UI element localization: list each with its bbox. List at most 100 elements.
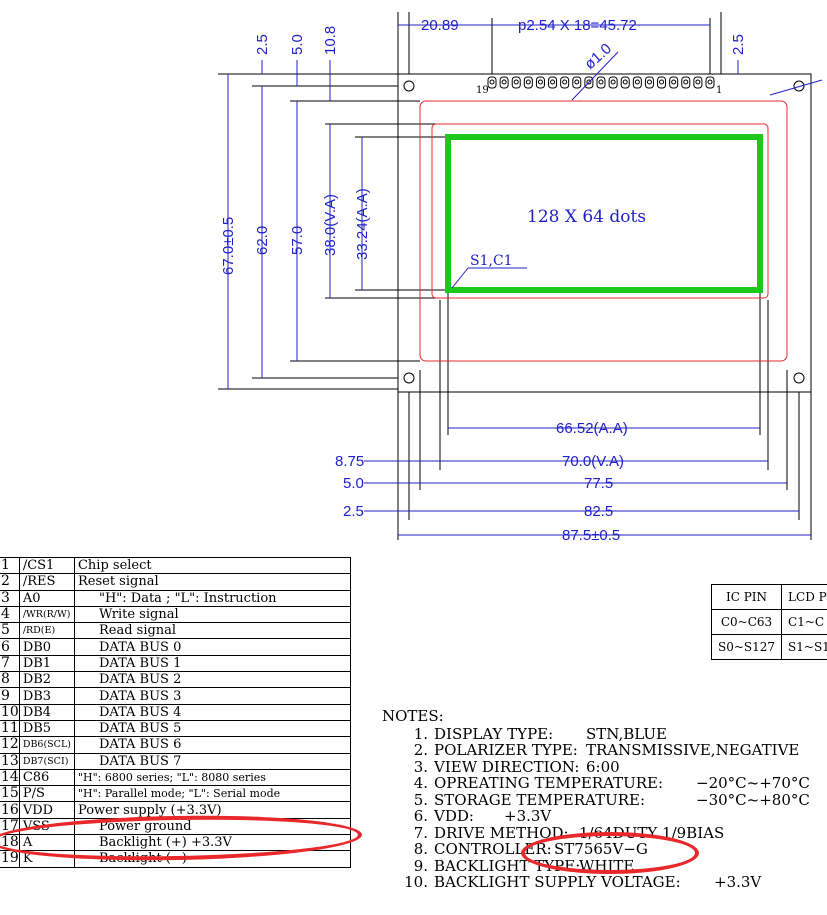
- pin-symbol: DB0: [18, 638, 75, 656]
- pin-number: 10: [0, 703, 20, 721]
- pin-symbol: DB5: [18, 719, 75, 738]
- active-area: [445, 134, 763, 293]
- pin-symbol: C86: [18, 768, 75, 787]
- ic-pin-map-table: IC PIN LCD P C0~C63 C1~C S0~S127 S1~S1: [710, 584, 827, 660]
- pin-pad: [596, 76, 606, 89]
- pin-number: 7: [0, 654, 20, 673]
- note-value: TRANSMISSIVE,NEGATIVE: [586, 741, 800, 759]
- note-label: VIEW DIRECTION:: [434, 757, 580, 776]
- pin-hole: [695, 79, 701, 85]
- pin-symbol: DB2: [18, 671, 75, 689]
- pin-number: 18: [0, 834, 20, 852]
- dim-82-5: 82.5: [584, 503, 613, 520]
- note-number: 3.: [413, 757, 428, 776]
- pin-symbol: /CS1: [18, 556, 75, 575]
- pin-pad: [584, 76, 594, 89]
- pin-pad: [620, 76, 630, 89]
- pin-hole: [659, 79, 665, 85]
- pin-number: 13: [0, 752, 20, 770]
- dim-hole-diameter: ø1.0: [581, 40, 615, 73]
- dim-67: 67.0±0.5: [220, 217, 237, 275]
- origin-label: S1,C1: [470, 253, 513, 269]
- pin-hole: [574, 79, 580, 85]
- pin-1-label: 1: [716, 85, 722, 96]
- dim-pitch: p2.54 X 18=45.72: [518, 17, 637, 34]
- note-label: POLARIZER TYPE:: [434, 741, 578, 759]
- pin-symbol: P/S: [18, 785, 75, 803]
- note-item: 3.VIEW DIRECTION:6:00: [382, 757, 810, 776]
- note-number: 5.: [413, 790, 428, 809]
- pin-function: DATA BUS 3: [73, 687, 351, 705]
- pin-connector: [487, 76, 715, 89]
- pin-pad: [511, 76, 521, 89]
- note-label: DISPLAY TYPE:: [434, 724, 554, 743]
- pin-hole: [671, 79, 677, 85]
- note-number: 7.: [413, 823, 428, 842]
- pin-number: 3: [0, 589, 20, 607]
- pin-pad: [535, 76, 545, 89]
- pin-hole: [537, 79, 543, 85]
- pin-symbol: DB6(SCL): [18, 736, 75, 754]
- pin-function: Backlight (−): [73, 850, 351, 868]
- pin-pad: [657, 76, 667, 89]
- pin-pad: [560, 76, 570, 89]
- pin-hole: [646, 79, 652, 85]
- pin-function: DATA BUS 5: [73, 719, 351, 738]
- dim-8-75: 8.75: [335, 453, 364, 470]
- pin-function: DATA BUS 0: [73, 638, 351, 656]
- pin-number: 8: [0, 671, 20, 689]
- pin-symbol: /RD(E): [18, 622, 75, 640]
- pin-number: 16: [0, 801, 20, 819]
- pin-pad: [669, 76, 679, 89]
- dim-87-5: 87.5±0.5: [562, 527, 620, 544]
- pin-function: Power ground: [73, 817, 351, 836]
- mechanical-drawing: 20.89 p2.54 X 18=45.72 ø1.0 66.52(A.A) 8…: [218, 12, 823, 544]
- pin-hole: [513, 79, 519, 85]
- note-value: −20°C~+70°C: [696, 774, 810, 792]
- note-number: 4.: [413, 774, 428, 792]
- notes-title: NOTES:: [382, 707, 444, 725]
- note-value: STN,BLUE: [586, 724, 667, 743]
- mounting-hole-bl: [403, 372, 415, 384]
- dim-77-5: 77.5: [584, 475, 613, 492]
- pin-symbol: /WR(R/W): [18, 605, 75, 624]
- note-label: BACKLIGHT SUPPLY VOLTAGE:: [434, 873, 681, 891]
- pin-symbol: DB1: [18, 654, 75, 673]
- note-item: 1.DISPLAY TYPE:STN,BLUE: [382, 724, 810, 743]
- note-label: OPREATING TEMPERATURE:: [434, 774, 664, 792]
- note-label: DRIVE METHOD:: [434, 823, 569, 842]
- pin-pad: [608, 76, 618, 89]
- pin-hole: [489, 79, 495, 85]
- note-number: 9.: [413, 856, 428, 875]
- pin-number: 15: [0, 785, 20, 803]
- pin-symbol: VDD: [18, 801, 75, 819]
- dim-2-5-top-left: 2.5: [254, 34, 271, 55]
- pin-hole: [683, 79, 689, 85]
- note-label: STORAGE TEMPERATURE:: [434, 790, 646, 809]
- dim-66-52: 66.52(A.A): [556, 420, 628, 437]
- dim-5-0-top: 5.0: [289, 34, 306, 55]
- dim-2-5-top-right: 2.5: [730, 34, 747, 55]
- pin-hole: [525, 79, 531, 85]
- pin-pad: [632, 76, 642, 89]
- pin-pad: [705, 76, 715, 89]
- dim-5-0-bottom: 5.0: [343, 475, 364, 492]
- pin-pad: [499, 76, 509, 89]
- dim-20-89: 20.89: [421, 17, 459, 34]
- note-value: −30°C~+80°C: [696, 790, 810, 809]
- note-item: 10.BACKLIGHT SUPPLY VOLTAGE:+3.3V: [382, 874, 810, 891]
- pin-hole: [610, 79, 616, 85]
